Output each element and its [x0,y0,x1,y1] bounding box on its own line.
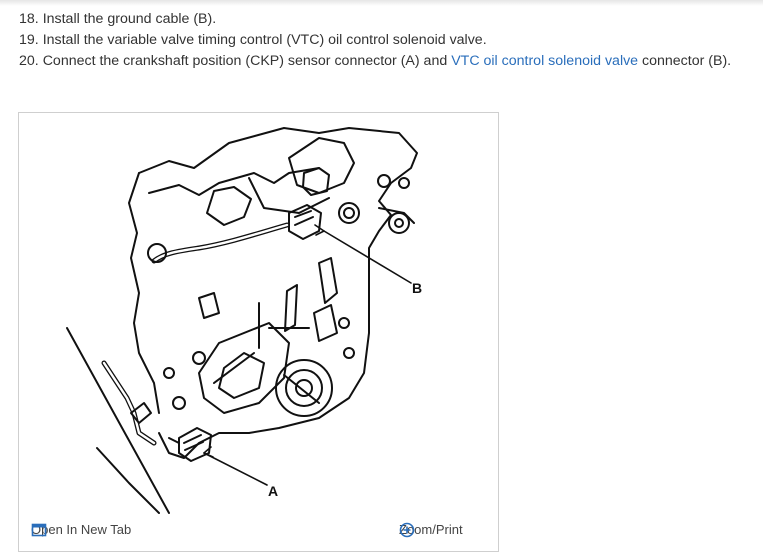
step-number: 18. [19,11,39,27]
callout-a: A [268,483,279,499]
figure-toolbar: Open In New Tab Zoom/Print [19,518,498,548]
step-18: 18. Install the ground cable (B). [19,9,731,30]
open-new-tab-icon [31,523,47,537]
step-text-end: connector (B). [638,53,732,69]
step-number: 20. [19,53,39,69]
procedure-steps: 18. Install the ground cable (B). 19. In… [19,9,731,72]
step-text: Install the variable valve timing contro… [42,32,487,48]
engine-illustration-panel: B A Open In New Tab Zoom/Print [18,112,499,552]
step-text: Connect the crankshaft position (CKP) se… [42,53,452,69]
step-text: Install the ground cable (B). [42,11,217,27]
vtc-solenoid-link[interactable]: VTC oil control solenoid valve [451,53,639,69]
top-shadow [0,0,763,6]
step-19: 19. Install the variable valve timing co… [19,30,731,51]
callout-b: B [412,280,423,296]
step-number: 19. [19,32,39,48]
engine-line-drawing [66,127,418,514]
zoom-plus-icon [399,522,415,538]
step-20: 20. Connect the crankshaft position (CKP… [19,51,731,72]
